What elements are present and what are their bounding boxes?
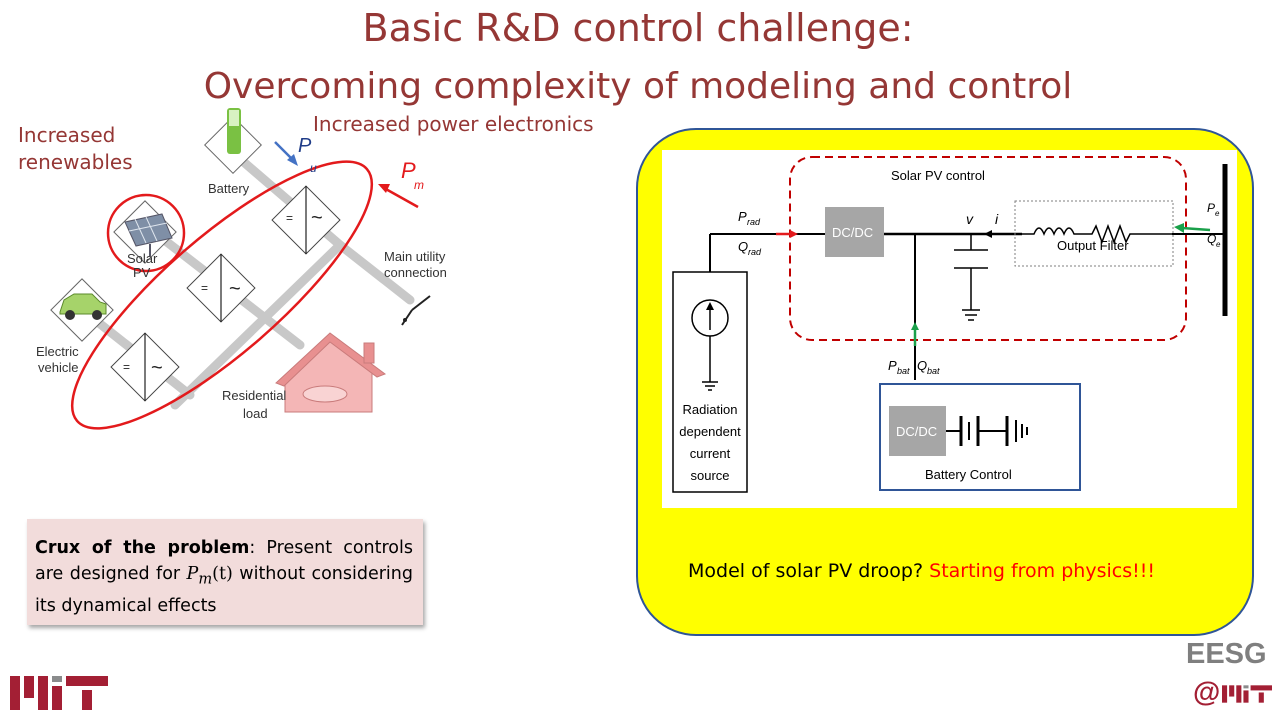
microgrid-diagram: Battery Solar PV Electric vehicle = ~ (36, 108, 447, 430)
current-source-box (672, 271, 748, 493)
svg-text:Radiation: Radiation (683, 402, 738, 417)
svg-text:current: current (690, 446, 731, 461)
car-icon (59, 293, 107, 320)
utility-switch-icon (401, 295, 431, 326)
pm-arrow (383, 186, 419, 209)
svg-text:Solar PV control: Solar PV control (891, 168, 985, 183)
svg-text:bat: bat (927, 366, 940, 376)
svg-text:PV: PV (133, 265, 151, 280)
svg-text:P: P (1207, 201, 1215, 215)
increased-power-electronics-label: Increased power electronics (313, 112, 594, 136)
svg-text:Solar: Solar (127, 251, 158, 266)
svg-text:dependent: dependent (679, 424, 741, 439)
svg-text:Q: Q (1207, 232, 1216, 246)
increased-renewables-label: Increased renewables (18, 123, 133, 174)
svg-text:Battery: Battery (208, 181, 250, 196)
svg-text:m: m (414, 178, 424, 192)
svg-text:DC/DC: DC/DC (832, 225, 873, 240)
svg-text:bat: bat (897, 366, 910, 376)
svg-text:rad: rad (748, 247, 762, 257)
mit-small-logo (1222, 685, 1272, 703)
svg-text:P: P (888, 358, 897, 373)
solar-highlight-circle (106, 193, 186, 273)
svg-text:~: ~ (311, 207, 323, 229)
solar-panel-icon (124, 213, 173, 256)
output-filter-box (1014, 200, 1174, 267)
house-icon (275, 332, 387, 413)
svg-text:i: i (995, 211, 999, 227)
svg-text:=: = (286, 211, 293, 225)
battery-symbol-icon (946, 416, 1028, 446)
mit-logo (10, 676, 108, 710)
svg-text:P: P (298, 135, 312, 157)
electric-vehicle-node: Electric vehicle (36, 278, 114, 375)
svg-text:=: = (123, 360, 130, 374)
svg-text:source: source (690, 468, 729, 483)
svg-text:Residential: Residential (222, 388, 286, 403)
svg-text:e: e (1215, 209, 1220, 218)
solar-pv-control-box (789, 156, 1187, 341)
svg-text:load: load (243, 406, 268, 421)
solar-pv-node: Solar PV (106, 193, 186, 280)
svg-text:~: ~ (151, 357, 163, 379)
svg-text:P: P (738, 209, 747, 224)
svg-text:vehicle: vehicle (38, 360, 78, 375)
svg-text:=: = (201, 281, 208, 295)
dcdc-converter (825, 207, 884, 257)
converter-3: = ~ (110, 332, 180, 402)
at-mit-label: @ (1193, 676, 1221, 707)
slide-title: Basic R&D control challenge: (362, 6, 914, 50)
eesg-label: EESG (1186, 638, 1267, 670)
crux-text: Crux of the problem: Present controls ar… (35, 538, 413, 616)
svg-text:P: P (401, 158, 416, 183)
svg-text:DC/DC: DC/DC (896, 424, 937, 439)
svg-text:Q: Q (917, 358, 927, 373)
crux-box: Crux of the problem: Present controls ar… (27, 519, 423, 625)
svg-text:Battery Control: Battery Control (925, 467, 1012, 482)
power-electronics-highlight (70, 160, 374, 430)
svg-text:connection: connection (384, 265, 447, 280)
model-question: Model of solar PV droop? Starting from p… (688, 560, 1155, 582)
svg-text:v: v (966, 211, 974, 227)
battery-dcdc-converter (889, 406, 946, 456)
converter-2: = ~ (186, 253, 256, 323)
svg-text:u: u (310, 161, 317, 175)
svg-text:Q: Q (738, 239, 748, 254)
svg-text:Electric: Electric (36, 344, 79, 359)
battery-node: Battery (204, 108, 262, 196)
svg-text:rad: rad (747, 217, 761, 227)
svg-text:Main utility: Main utility (384, 249, 446, 264)
model-answer: Starting from physics!!! (929, 560, 1155, 582)
circuit-diagram: Solar PV control DC/DC v i Output Filter… (662, 150, 1237, 508)
svg-text:Output Filter: Output Filter (1057, 238, 1129, 253)
converter-1: = ~ (271, 185, 341, 255)
slide-subtitle: Overcoming complexity of modeling and co… (203, 66, 1073, 107)
battery-control-box (879, 383, 1081, 491)
svg-text:~: ~ (229, 278, 241, 300)
svg-text:e: e (1216, 240, 1221, 249)
